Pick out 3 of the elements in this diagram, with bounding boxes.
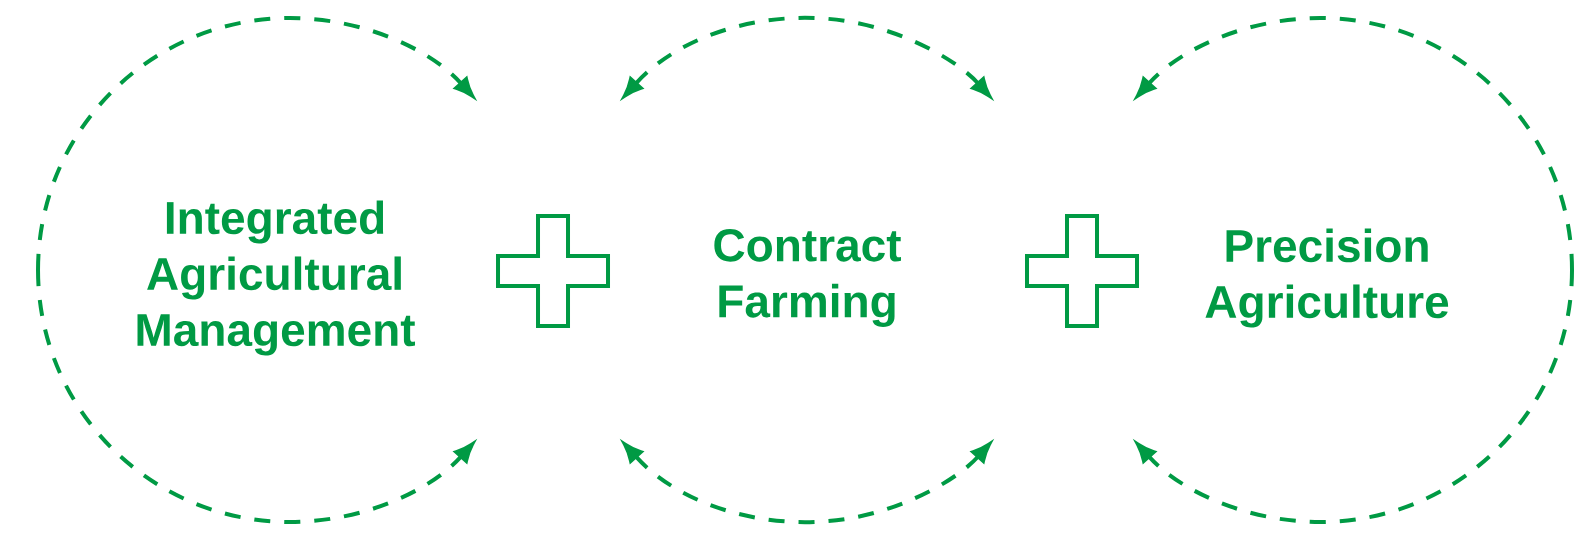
node-label: Contract Farming xyxy=(714,229,901,327)
plus-icon xyxy=(496,214,610,328)
plus-icon xyxy=(1025,214,1139,328)
